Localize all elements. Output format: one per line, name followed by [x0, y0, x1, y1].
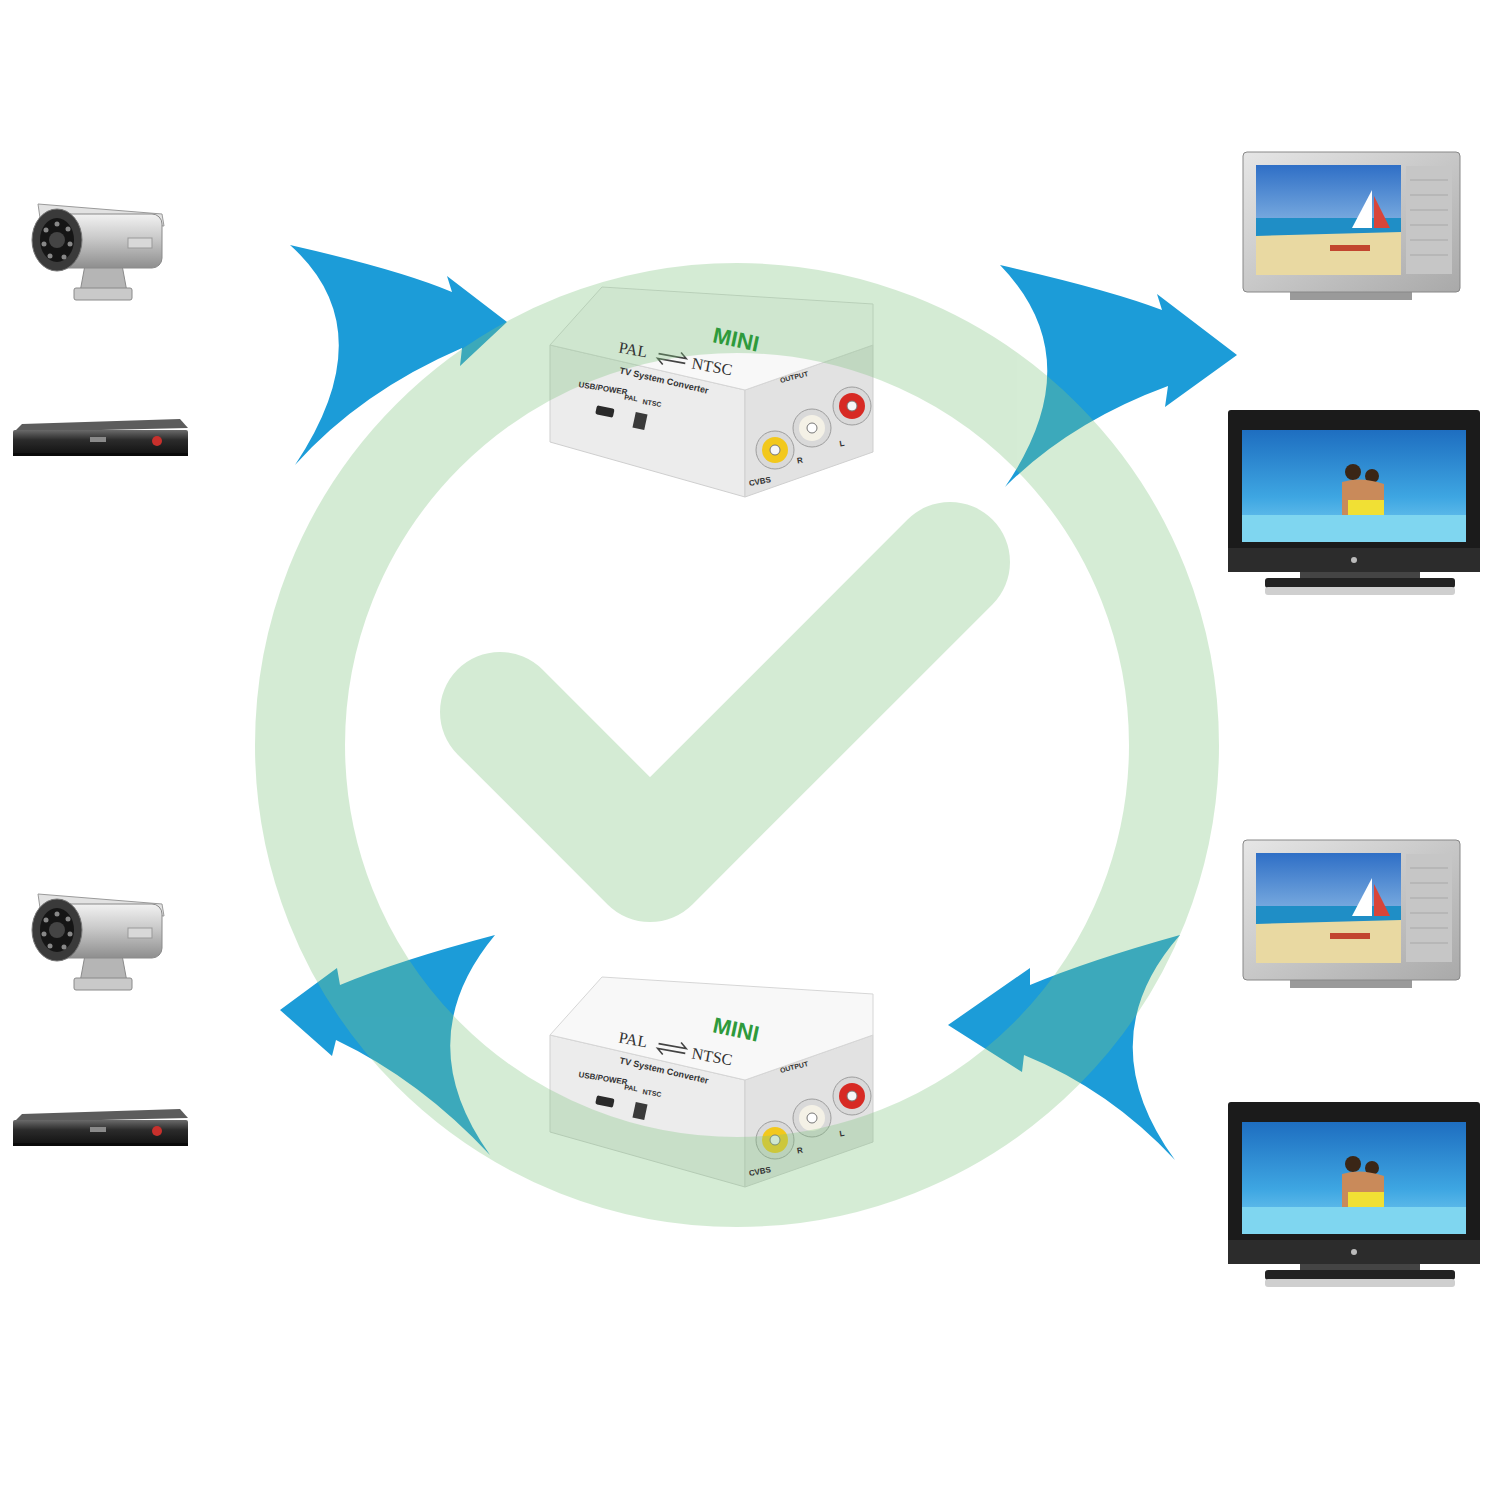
tv-icon: [1228, 1102, 1480, 1287]
jack-label: CVBS: [748, 476, 771, 488]
check-mark: [500, 562, 950, 862]
system-label: PAL: [617, 1030, 648, 1051]
jack-label: L: [839, 1130, 845, 1139]
switch-label: PAL: [624, 1083, 638, 1092]
dvd-player-icon: [13, 1109, 188, 1146]
jack-label: CVBS: [748, 1166, 771, 1178]
port-label: USB/POWER: [578, 1071, 628, 1087]
switch-label: NTSC: [642, 1088, 662, 1098]
system-label: NTSC: [690, 356, 733, 379]
brand-label: MINI: [711, 324, 761, 355]
brand-label: MINI: [711, 1014, 761, 1045]
jack-label: R: [796, 1147, 803, 1156]
check-watermark: [300, 308, 1174, 1182]
camera-icon: [32, 894, 164, 990]
port-label: OUTPUT: [779, 370, 809, 384]
switch-label: PAL: [624, 393, 638, 402]
system-label: PAL: [617, 340, 648, 361]
port-label: USB/POWER: [578, 381, 628, 397]
jack-label: L: [839, 440, 845, 449]
port-label: OUTPUT: [779, 1060, 809, 1074]
tv-icon: [1243, 840, 1460, 988]
tv-icon: [1243, 152, 1460, 300]
camera-icon: [32, 204, 164, 300]
system-label: NTSC: [690, 1046, 733, 1069]
check-ring: [300, 308, 1174, 1182]
switch-label: NTSC: [642, 398, 662, 408]
jack-label: R: [796, 457, 803, 466]
dvd-player-icon: [13, 419, 188, 456]
tv-icon: [1228, 410, 1480, 595]
